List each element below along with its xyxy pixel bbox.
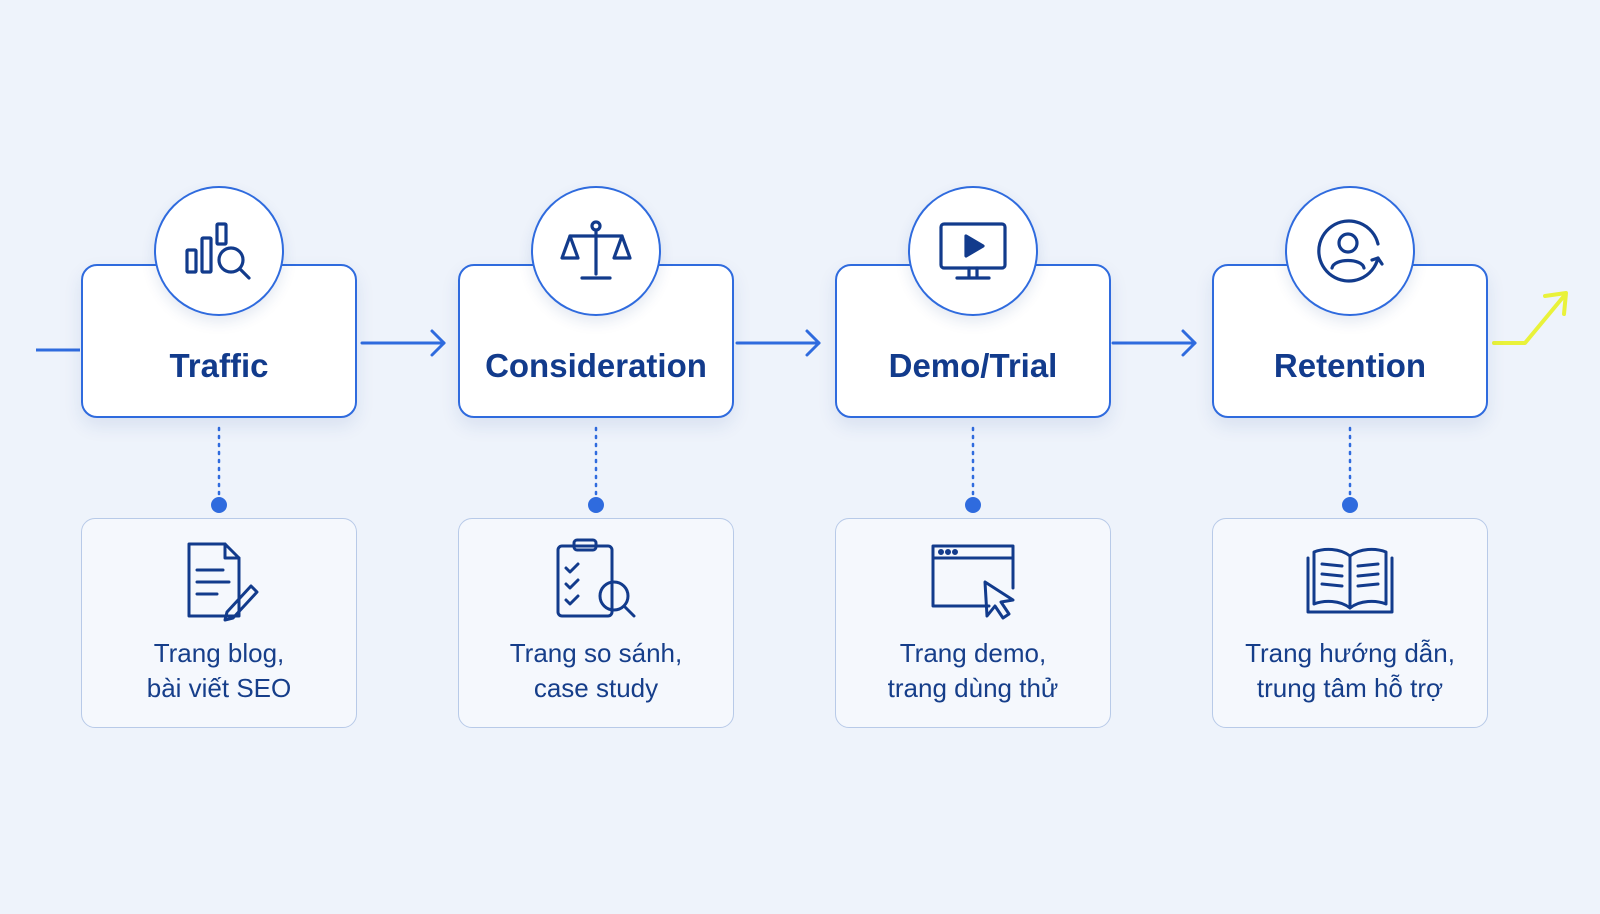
clipboard-checklist-search-icon xyxy=(556,538,636,618)
stage-title-demo-trial: Demo/Trial xyxy=(888,347,1058,384)
stage-icon-circle-demo-trial xyxy=(908,186,1038,316)
chart-search-icon xyxy=(185,222,251,280)
detail-line: trung tâm hỗ trợ xyxy=(1256,673,1444,703)
arrow-3-to-4 xyxy=(1111,329,1197,357)
arrow-2-to-3 xyxy=(735,329,821,357)
detail-line: Trang so sánh, xyxy=(509,638,683,668)
connector-dot-4 xyxy=(1342,497,1358,513)
detail-text-retention: Trang hướng dẫn, trung tâm hỗ trợ xyxy=(1212,636,1488,706)
stage-icon-circle-consideration xyxy=(531,186,661,316)
browser-cursor-icon xyxy=(931,544,1015,620)
connector-dot-2 xyxy=(588,497,604,513)
stage-title-traffic: Traffic xyxy=(169,347,269,384)
detail-line: Trang demo, xyxy=(899,638,1047,668)
stage-box-retention xyxy=(1212,264,1488,418)
connector-dot-3 xyxy=(965,497,981,513)
detail-line: Trang blog, xyxy=(153,638,285,668)
stage-icon-circle-traffic xyxy=(154,186,284,316)
monitor-play-icon xyxy=(939,222,1007,280)
detail-box-retention xyxy=(1212,518,1488,728)
detail-box-traffic xyxy=(81,518,357,728)
connector-dot-1 xyxy=(211,497,227,513)
open-book-icon xyxy=(1306,547,1394,614)
detail-text-traffic: Trang blog, bài viết SEO xyxy=(81,636,357,706)
detail-line: bài viết SEO xyxy=(146,673,292,703)
stage-title-retention: Retention xyxy=(1273,347,1427,384)
user-cycle-icon xyxy=(1317,219,1384,283)
arrow-1-to-2 xyxy=(360,329,446,357)
stage-box-consideration xyxy=(458,264,734,418)
detail-box-demo-trial xyxy=(835,518,1111,728)
detail-text-demo-trial: Trang demo, trang dùng thử xyxy=(835,636,1111,706)
stage-icon-circle-retention xyxy=(1285,186,1415,316)
detail-line: trang dùng thử xyxy=(887,673,1059,703)
detail-box-consideration xyxy=(458,518,734,728)
document-edit-icon xyxy=(187,542,259,622)
balance-scale-icon xyxy=(560,220,632,280)
stage-title-consideration: Consideration xyxy=(485,347,707,384)
detail-line: Trang hướng dẫn, xyxy=(1245,638,1455,668)
detail-line: case study xyxy=(533,673,659,703)
detail-text-consideration: Trang so sánh, case study xyxy=(458,636,734,706)
growth-arrow-icon xyxy=(1492,291,1568,345)
